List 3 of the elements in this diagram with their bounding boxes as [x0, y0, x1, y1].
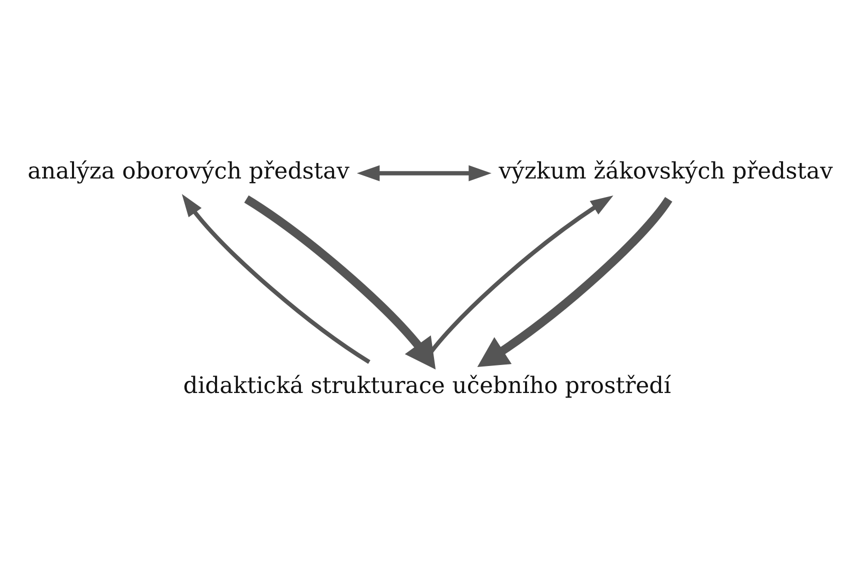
node-text: didaktická strukturace učebního prostředí: [183, 373, 672, 400]
node-text: analýza oborových představ: [28, 158, 350, 185]
node-text: výzkum žákovských představ: [498, 158, 833, 185]
